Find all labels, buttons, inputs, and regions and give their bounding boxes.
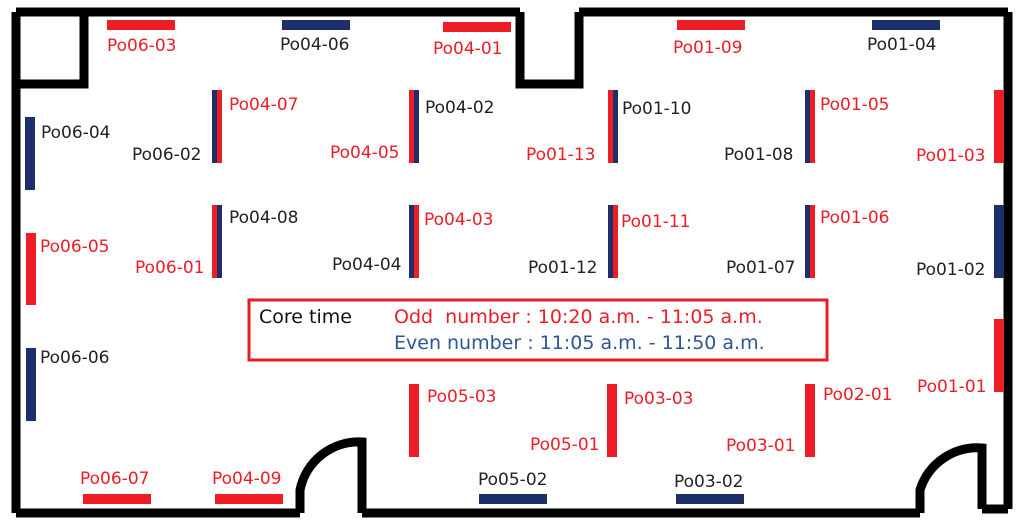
poster-label-po04-09: Po04-09 bbox=[212, 469, 281, 489]
poster-board-po01-07 bbox=[805, 205, 810, 278]
poster-board-po04-05 bbox=[409, 90, 414, 163]
corner-room-middle bbox=[515, 12, 584, 89]
poster-board-po06-03 bbox=[107, 20, 175, 30]
poster-label-po04-01: Po04-01 bbox=[433, 39, 502, 59]
poster-board-po01-13 bbox=[608, 90, 613, 163]
poster-boards bbox=[25, 20, 1004, 504]
corner-room-left bbox=[16, 12, 89, 89]
poster-label-po06-04: Po06-04 bbox=[41, 123, 110, 143]
poster-label-po01-06: Po01-06 bbox=[820, 208, 889, 228]
poster-labels: Po06-03 Po04-06 Po04-01 Po01-09 Po01-04Po06-… bbox=[40, 35, 986, 492]
poster-board-po05-01 bbox=[607, 384, 612, 457]
poster-board-po06-01 bbox=[212, 205, 217, 278]
poster-label-po04-08: Po04-08 bbox=[229, 208, 298, 228]
poster-label-po01-02: Po01-02 bbox=[916, 260, 985, 280]
poster-board-po01-11 bbox=[613, 205, 618, 278]
poster-board-po03-01 bbox=[805, 384, 810, 457]
legend-box bbox=[247, 298, 829, 362]
poster-board-po04-09 bbox=[215, 494, 283, 504]
poster-board-po05-03 bbox=[409, 384, 419, 457]
poster-board-po01-02 bbox=[994, 205, 1004, 278]
poster-label-po06-05: Po06-05 bbox=[40, 237, 109, 257]
poster-board-po04-06 bbox=[282, 20, 350, 30]
poster-label-po01-10: Po01-10 bbox=[622, 99, 691, 119]
poster-board-po06-05 bbox=[26, 233, 36, 305]
door-left bbox=[295, 437, 367, 513]
poster-board-po01-12 bbox=[608, 205, 613, 278]
poster-label-po02-01: Po02-01 bbox=[823, 385, 892, 405]
poster-board-po01-04 bbox=[872, 20, 940, 30]
poster-board-po01-05 bbox=[810, 90, 815, 163]
legend-even-text: Even number : 11:05 a.m. - 11:50 a.m. bbox=[394, 332, 765, 354]
poster-board-po04-08 bbox=[217, 205, 222, 278]
poster-label-po01-09: Po01-09 bbox=[673, 38, 742, 58]
poster-label-po01-07: Po01-07 bbox=[726, 258, 795, 278]
poster-label-po01-12: Po01-12 bbox=[528, 258, 597, 278]
poster-board-po06-06 bbox=[26, 348, 36, 421]
poster-label-po01-03: Po01-03 bbox=[916, 146, 985, 166]
legend-odd-text: Odd number : 10:20 a.m. - 11:05 a.m. bbox=[394, 306, 763, 328]
poster-board-po06-07 bbox=[83, 494, 151, 504]
poster-label-po05-01: Po05-01 bbox=[530, 435, 599, 455]
poster-label-po06-03: Po06-03 bbox=[107, 36, 176, 56]
poster-board-po01-01 bbox=[994, 319, 1004, 392]
poster-label-po04-03: Po04-03 bbox=[424, 210, 493, 230]
poster-label-po06-02: Po06-02 bbox=[132, 145, 201, 165]
core-time-legend: Core time Odd number : 10:20 a.m. - 11:0… bbox=[247, 298, 829, 362]
poster-label-po05-03: Po05-03 bbox=[427, 387, 496, 407]
poster-label-po01-05: Po01-05 bbox=[820, 95, 889, 115]
poster-board-po01-03 bbox=[994, 90, 1004, 163]
poster-board-po01-06 bbox=[810, 205, 815, 278]
poster-board-po04-03 bbox=[414, 205, 419, 278]
poster-board-po03-02 bbox=[676, 494, 744, 504]
poster-board-po04-07 bbox=[217, 90, 222, 163]
poster-label-po04-04: Po04-04 bbox=[332, 255, 401, 275]
poster-board-po01-10 bbox=[613, 90, 618, 163]
poster-label-po04-06: Po04-06 bbox=[280, 35, 349, 55]
legend-title: Core time bbox=[259, 306, 352, 328]
poster-label-po06-06: Po06-06 bbox=[40, 348, 109, 368]
poster-label-po01-13: Po01-13 bbox=[526, 145, 595, 165]
poster-label-po06-01: Po06-01 bbox=[135, 258, 204, 278]
poster-board-po04-01 bbox=[443, 22, 511, 32]
poster-label-po04-05: Po04-05 bbox=[330, 143, 399, 163]
poster-label-po01-04: Po01-04 bbox=[867, 35, 936, 55]
poster-board-po01-08 bbox=[805, 90, 810, 163]
poster-board-po01-09 bbox=[677, 20, 745, 30]
poster-label-po06-07: Po06-07 bbox=[80, 469, 149, 489]
door-right bbox=[915, 443, 987, 513]
poster-label-po04-02: Po04-02 bbox=[425, 98, 494, 118]
poster-board-po06-04 bbox=[25, 117, 35, 190]
poster-label-po03-01: Po03-01 bbox=[726, 436, 795, 456]
poster-label-po03-02: Po03-02 bbox=[674, 472, 743, 492]
poster-board-po04-02 bbox=[414, 90, 419, 163]
poster-label-po04-07: Po04-07 bbox=[229, 95, 298, 115]
poster-board-po03-03 bbox=[612, 384, 617, 457]
poster-board-po05-02 bbox=[479, 494, 547, 504]
poster-label-po01-11: Po01-11 bbox=[621, 212, 690, 232]
poster-board-po06-02 bbox=[212, 90, 217, 163]
poster-label-po01-08: Po01-08 bbox=[724, 145, 793, 165]
poster-board-po04-04 bbox=[409, 205, 414, 278]
poster-label-po01-01: Po01-01 bbox=[917, 377, 986, 397]
walls bbox=[11, 7, 1013, 518]
poster-label-po05-02: Po05-02 bbox=[478, 470, 547, 490]
poster-board-po02-01 bbox=[810, 384, 815, 457]
poster-label-po03-03: Po03-03 bbox=[624, 389, 693, 409]
